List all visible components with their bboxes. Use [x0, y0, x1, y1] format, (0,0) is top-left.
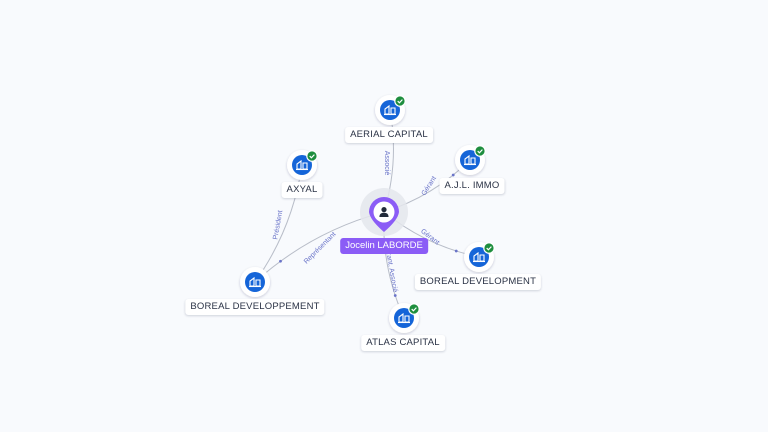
edge-arrow-marker: [451, 173, 455, 177]
edge-arrow-marker: [454, 249, 458, 253]
company-name-label[interactable]: BOREAL DEVELOPMENT: [414, 274, 542, 290]
edge-arrow-marker: [279, 259, 282, 263]
company-node[interactable]: [389, 303, 420, 333]
company-node[interactable]: [455, 145, 486, 175]
relation-label: Président: [272, 210, 284, 240]
verified-check-icon: [394, 95, 406, 107]
company-node[interactable]: [287, 150, 318, 180]
person-name-label[interactable]: Jocelin LABORDE: [340, 238, 428, 254]
relation-label: Associé: [383, 151, 390, 176]
company-node[interactable]: [375, 95, 406, 125]
verified-check-icon: [408, 303, 420, 315]
company-name-label[interactable]: A.J.L. IMMO: [439, 178, 505, 194]
relation-label: Gérant: [421, 175, 438, 197]
company-node[interactable]: [464, 242, 495, 272]
company-name-label[interactable]: BOREAL DEVELOPPEMENT: [185, 299, 325, 315]
company-node[interactable]: [240, 267, 270, 297]
person-node[interactable]: [360, 188, 408, 236]
user-icon: [379, 207, 389, 217]
company-name-label[interactable]: ATLAS CAPITAL: [361, 335, 445, 351]
company-name-label[interactable]: AERIAL CAPITAL: [345, 127, 433, 143]
verified-check-icon: [306, 150, 318, 162]
verified-check-icon: [483, 242, 495, 254]
company-name-label[interactable]: AXYAL: [281, 182, 323, 198]
verified-check-icon: [474, 145, 486, 157]
company-badge: [245, 272, 265, 292]
edge-arrow-marker: [393, 294, 397, 297]
